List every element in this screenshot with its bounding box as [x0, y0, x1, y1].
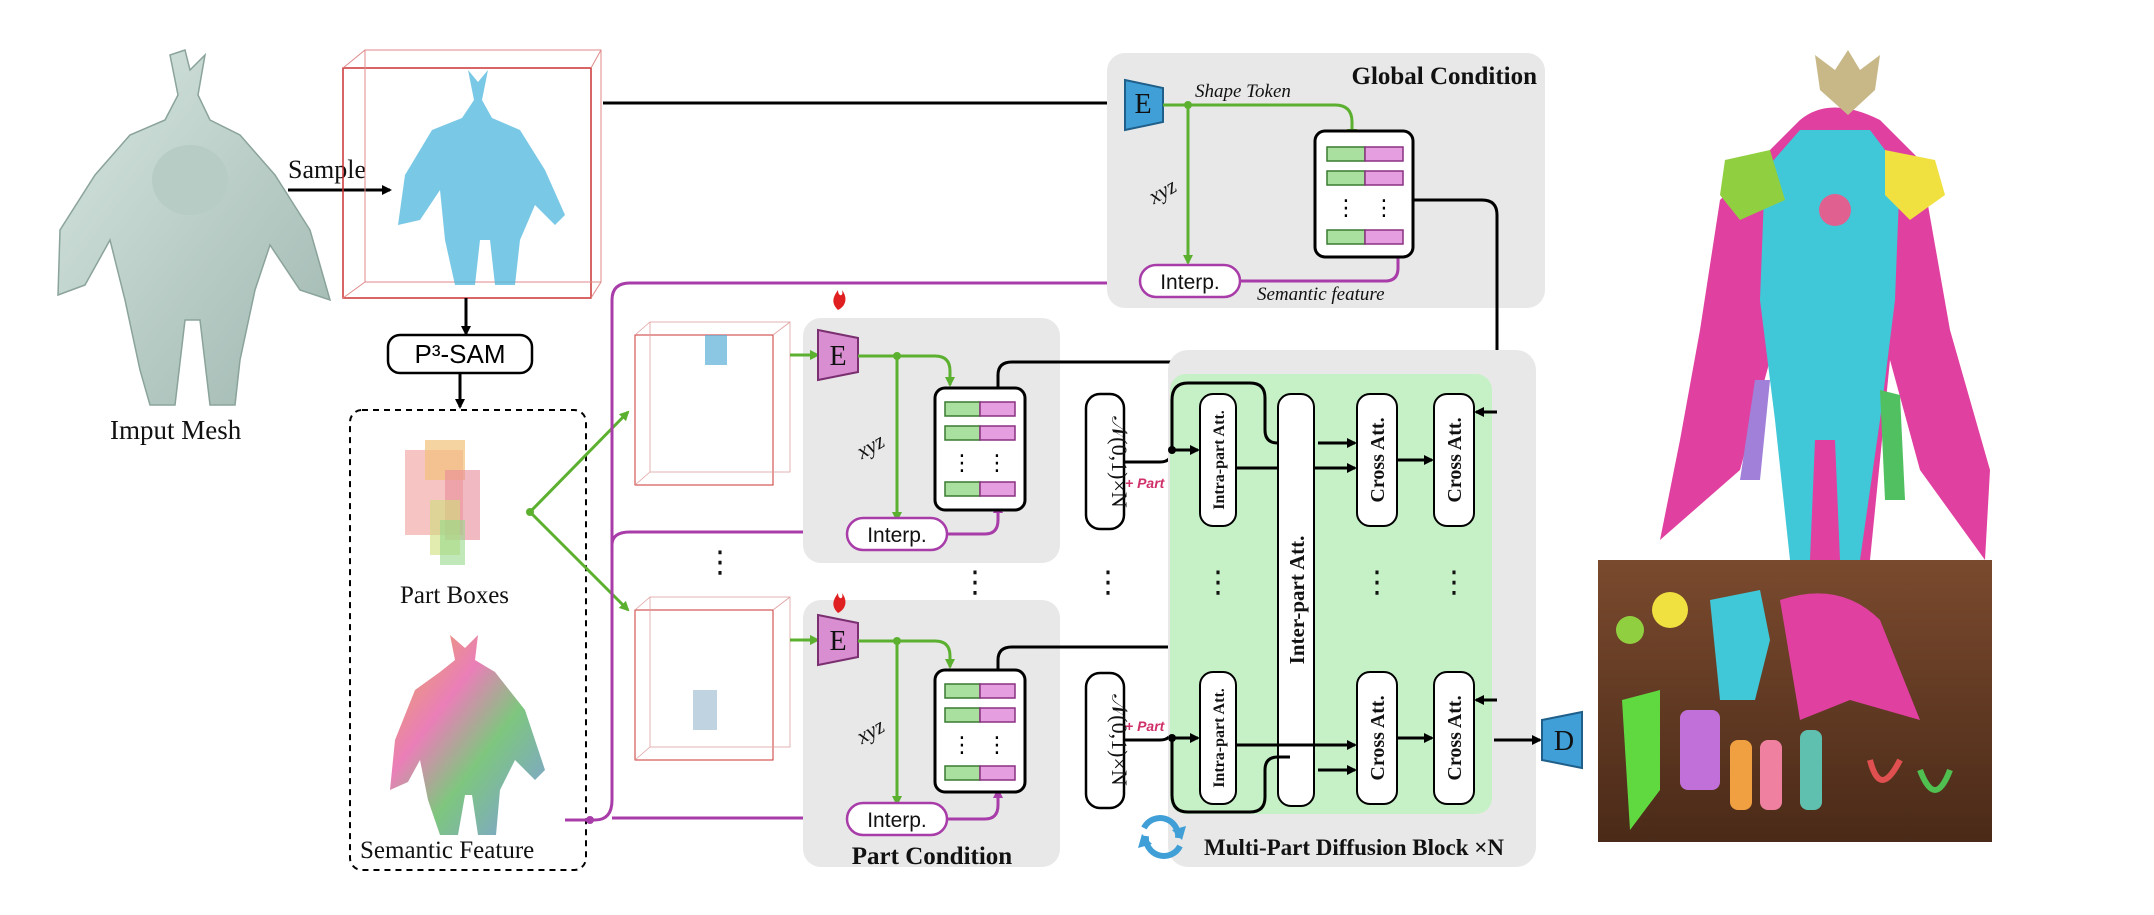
part-cube-1 [634, 321, 791, 486]
semantic-feature-flow [565, 281, 1138, 822]
diffusion-inner-panel [1170, 374, 1492, 814]
partN-encoder-label: E [829, 626, 846, 657]
svg-text:⋮: ⋮ [1373, 195, 1395, 220]
sample-label: Sample [288, 155, 366, 184]
svg-text:⋮: ⋮ [951, 450, 973, 475]
decoder-label: D [1554, 726, 1574, 757]
decoder [1541, 710, 1583, 770]
global-encoder-label: E [1134, 89, 1151, 120]
part1-encoder [817, 328, 859, 382]
point-cloud-box [342, 49, 602, 299]
cross1-ellipsis: ⋮ [1362, 566, 1392, 599]
input-mesh-image [57, 49, 332, 406]
parts-ellipsis-cubes: ⋮ [705, 546, 735, 579]
part-condition-panel-n [803, 600, 1060, 867]
blockN-skip-arrow [1170, 738, 1290, 814]
global-encoder [1124, 78, 1164, 132]
block1-intra-att [1199, 393, 1237, 527]
svg-text:⋮: ⋮ [951, 732, 973, 757]
global-semantic-feature-label: Semantic feature [1257, 284, 1385, 305]
svg-text:⋮: ⋮ [1335, 195, 1357, 220]
global-token-stack: ⋮ ⋮ [1313, 129, 1415, 259]
global-condition-title: Global Condition [1352, 63, 1538, 90]
intra-ellipsis: ⋮ [1203, 566, 1233, 599]
global-semantic-feature-arrow [1240, 248, 1403, 283]
block1-intra-att-label: Intra-part Att. [1211, 410, 1228, 510]
inter-part-att-label: Inter-part Att. [1285, 536, 1309, 665]
semantic-feature-image [390, 635, 545, 835]
parts-ellipsis-noise: ⋮ [1093, 566, 1123, 599]
part1-token-arrow [858, 354, 955, 387]
part-cube-n [634, 596, 791, 761]
semantic-feature-label: Semantic Feature [360, 837, 534, 864]
block1-cross-att-2-label: Cross Att. [1444, 417, 1466, 502]
svg-text:⋮: ⋮ [986, 732, 1008, 757]
part1-semantic-arrow [947, 503, 1003, 536]
cross2-ellipsis: ⋮ [1439, 566, 1469, 599]
blockN-cross-att-2 [1433, 671, 1475, 805]
partN-semantic-arrow [947, 788, 1003, 821]
parts-ellipsis-panel: ⋮ [960, 566, 990, 599]
p3sam-outputs-box [349, 409, 587, 871]
part1-flame-icon [833, 290, 846, 310]
partN-encoder [817, 613, 859, 667]
partN-interp-label: Interp. [867, 809, 927, 832]
p3sam-label: P³-SAM [415, 339, 506, 369]
blockN-intra-att-label: Intra-part Att. [1211, 688, 1228, 788]
block1-cross-att-1-label: Cross Att. [1367, 417, 1389, 502]
inter-part-att [1277, 393, 1315, 807]
part-boxes-image [405, 440, 480, 565]
svg-text:⋮: ⋮ [986, 450, 1008, 475]
blockN-cross-att-1-label: Cross Att. [1367, 695, 1389, 780]
block1-skip-arrow [1170, 381, 1292, 450]
blockN-intra-att [1199, 671, 1237, 805]
partN-token-stack: ⋮ ⋮ [933, 668, 1027, 794]
partN-token-arrow [858, 639, 955, 669]
part1-token-stack: ⋮ ⋮ [933, 386, 1027, 512]
shape-token-label: Shape Token [1195, 81, 1291, 102]
input-mesh-label: Imput Mesh [110, 415, 242, 445]
part-boxes-label: Part Boxes [400, 582, 509, 609]
global-interp-label: Interp. [1160, 271, 1220, 294]
part1-encoder-label: E [829, 341, 846, 372]
partN-flame-icon [833, 593, 846, 613]
global-shape-token-arrow [1163, 103, 1357, 139]
part1-interp-label: Interp. [867, 524, 927, 547]
blockN-cross-att-2-label: Cross Att. [1444, 695, 1466, 780]
part-condition-title: Part Condition [852, 843, 1013, 870]
output-parts-render [1598, 50, 1992, 842]
diffusion-block-title: Multi-Part Diffusion Block ×N [1204, 835, 1504, 860]
cycle-icon [1138, 815, 1186, 859]
semantic-to-part1-interp [610, 527, 848, 546]
block1-cross-att-2 [1433, 393, 1475, 527]
